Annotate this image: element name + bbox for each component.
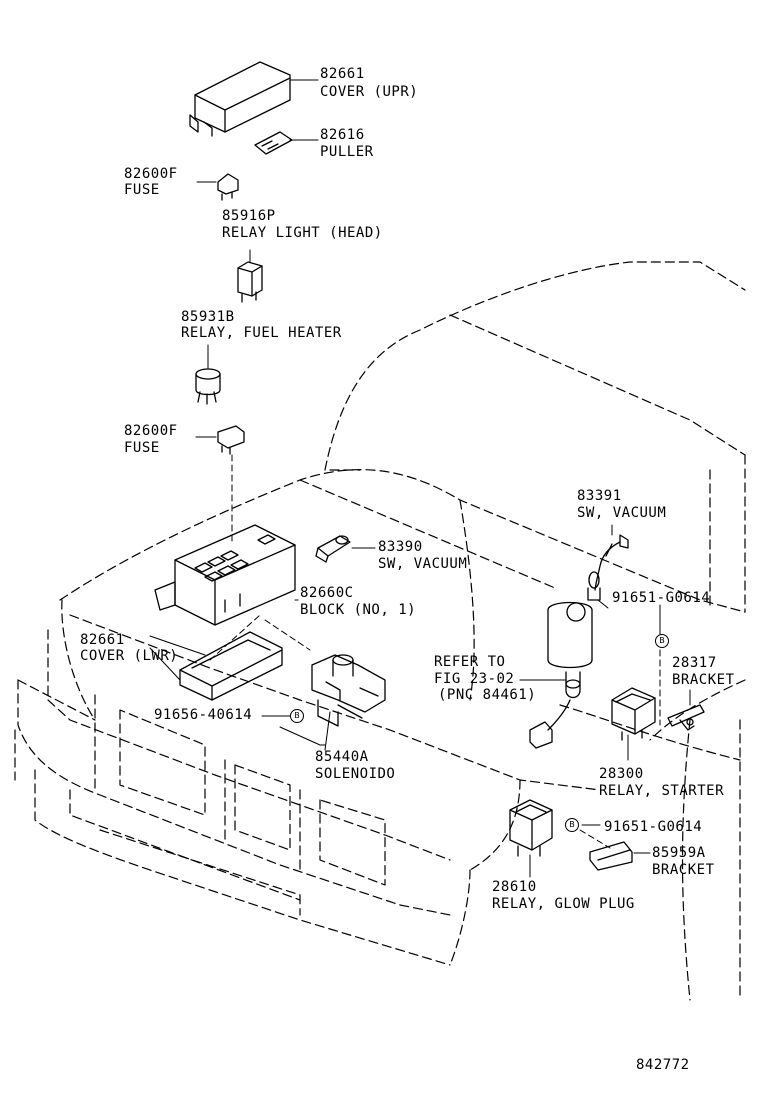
assembly-leader-lines	[209, 454, 661, 849]
figure-number: 842772	[636, 1057, 690, 1073]
relay-fuel-name: RELAY, FUEL HEATER	[181, 325, 342, 341]
relay-light-number: 85916P	[222, 208, 276, 224]
fuse-mid-number: 82600F	[124, 423, 178, 439]
fuse-top-number: 82600F	[124, 166, 178, 182]
block-name: BLOCK (NO, 1)	[300, 602, 417, 618]
sw-vacuum-83391-number: 83391	[577, 488, 622, 504]
relay-starter-drawing	[611, 687, 656, 741]
bracket-28317-drawing	[667, 704, 705, 731]
block-no1-drawing	[154, 524, 296, 626]
solenoid-number: 85440A	[315, 749, 369, 765]
relay-fuel-number: 85931B	[181, 309, 235, 325]
bracket-85959a-number: 85959A	[652, 845, 706, 861]
puller-number: 82616	[320, 127, 365, 143]
refer-line-1: REFER TO	[434, 654, 506, 670]
bolt-b-marker-1: B	[655, 634, 669, 648]
sw-vacuum-83391-drawing	[587, 534, 629, 601]
refer-line-2: FIG 23-02	[434, 671, 515, 687]
bolt-b-marker-2: B	[290, 709, 304, 723]
bracket-85959a-name: BRACKET	[652, 862, 715, 878]
bolt-g0614-number-1: 91651-G0614	[612, 590, 711, 606]
cover-upr-name: COVER (UPR)	[320, 84, 419, 100]
sw-vacuum-83390-drawing	[315, 535, 351, 563]
fuse-mid-drawing	[217, 425, 245, 455]
vehicle-body-outline	[14, 261, 746, 1001]
relay-fuel-drawing	[195, 368, 221, 405]
bolt-40614-number: 91656-40614	[154, 707, 253, 723]
cover-upr-drawing	[189, 61, 291, 137]
sw-vacuum-83391-name: SW, VACUUM	[577, 505, 667, 521]
bolt-g0614-number-2: 91651-G0614	[604, 819, 703, 835]
cover-lwr-drawing	[179, 631, 283, 701]
bolt-b-marker-3: B	[565, 818, 579, 832]
relay-light-drawing	[237, 261, 263, 303]
fuse-mid-name: FUSE	[124, 440, 160, 456]
relay-starter-name: RELAY, STARTER	[599, 783, 725, 799]
cover-upr-number: 82661	[320, 66, 365, 82]
puller-name: PULLER	[320, 144, 374, 160]
vacuum-canister-drawing	[529, 601, 593, 749]
cover-lwr-name: COVER (LWR)	[80, 648, 179, 664]
solenoid-drawing	[311, 654, 386, 727]
relay-glow-drawing	[509, 799, 553, 857]
relay-glow-name: RELAY, GLOW PLUG	[492, 896, 635, 912]
sw-vacuum-83390-name: SW, VACUUM	[378, 556, 468, 572]
fuse-top-name: FUSE	[124, 182, 160, 198]
cover-lwr-number: 82661	[80, 632, 125, 648]
puller-drawing	[254, 131, 293, 155]
fuse-top-drawing	[217, 173, 239, 201]
block-number: 82660C	[300, 585, 354, 601]
refer-line-3: (PNC 84461)	[438, 687, 537, 703]
bracket-85959a-drawing	[589, 841, 633, 871]
sw-vacuum-83390-number: 83390	[378, 539, 423, 555]
label-leaders	[149, 79, 691, 878]
bracket-28317-number: 28317	[672, 655, 717, 671]
bracket-28317-name: BRACKET	[672, 672, 735, 688]
relay-glow-number: 28610	[492, 879, 537, 895]
relay-light-name: RELAY LIGHT (HEAD)	[222, 225, 383, 241]
solenoid-name: SOLENOIDO	[315, 766, 396, 782]
relay-starter-number: 28300	[599, 766, 644, 782]
